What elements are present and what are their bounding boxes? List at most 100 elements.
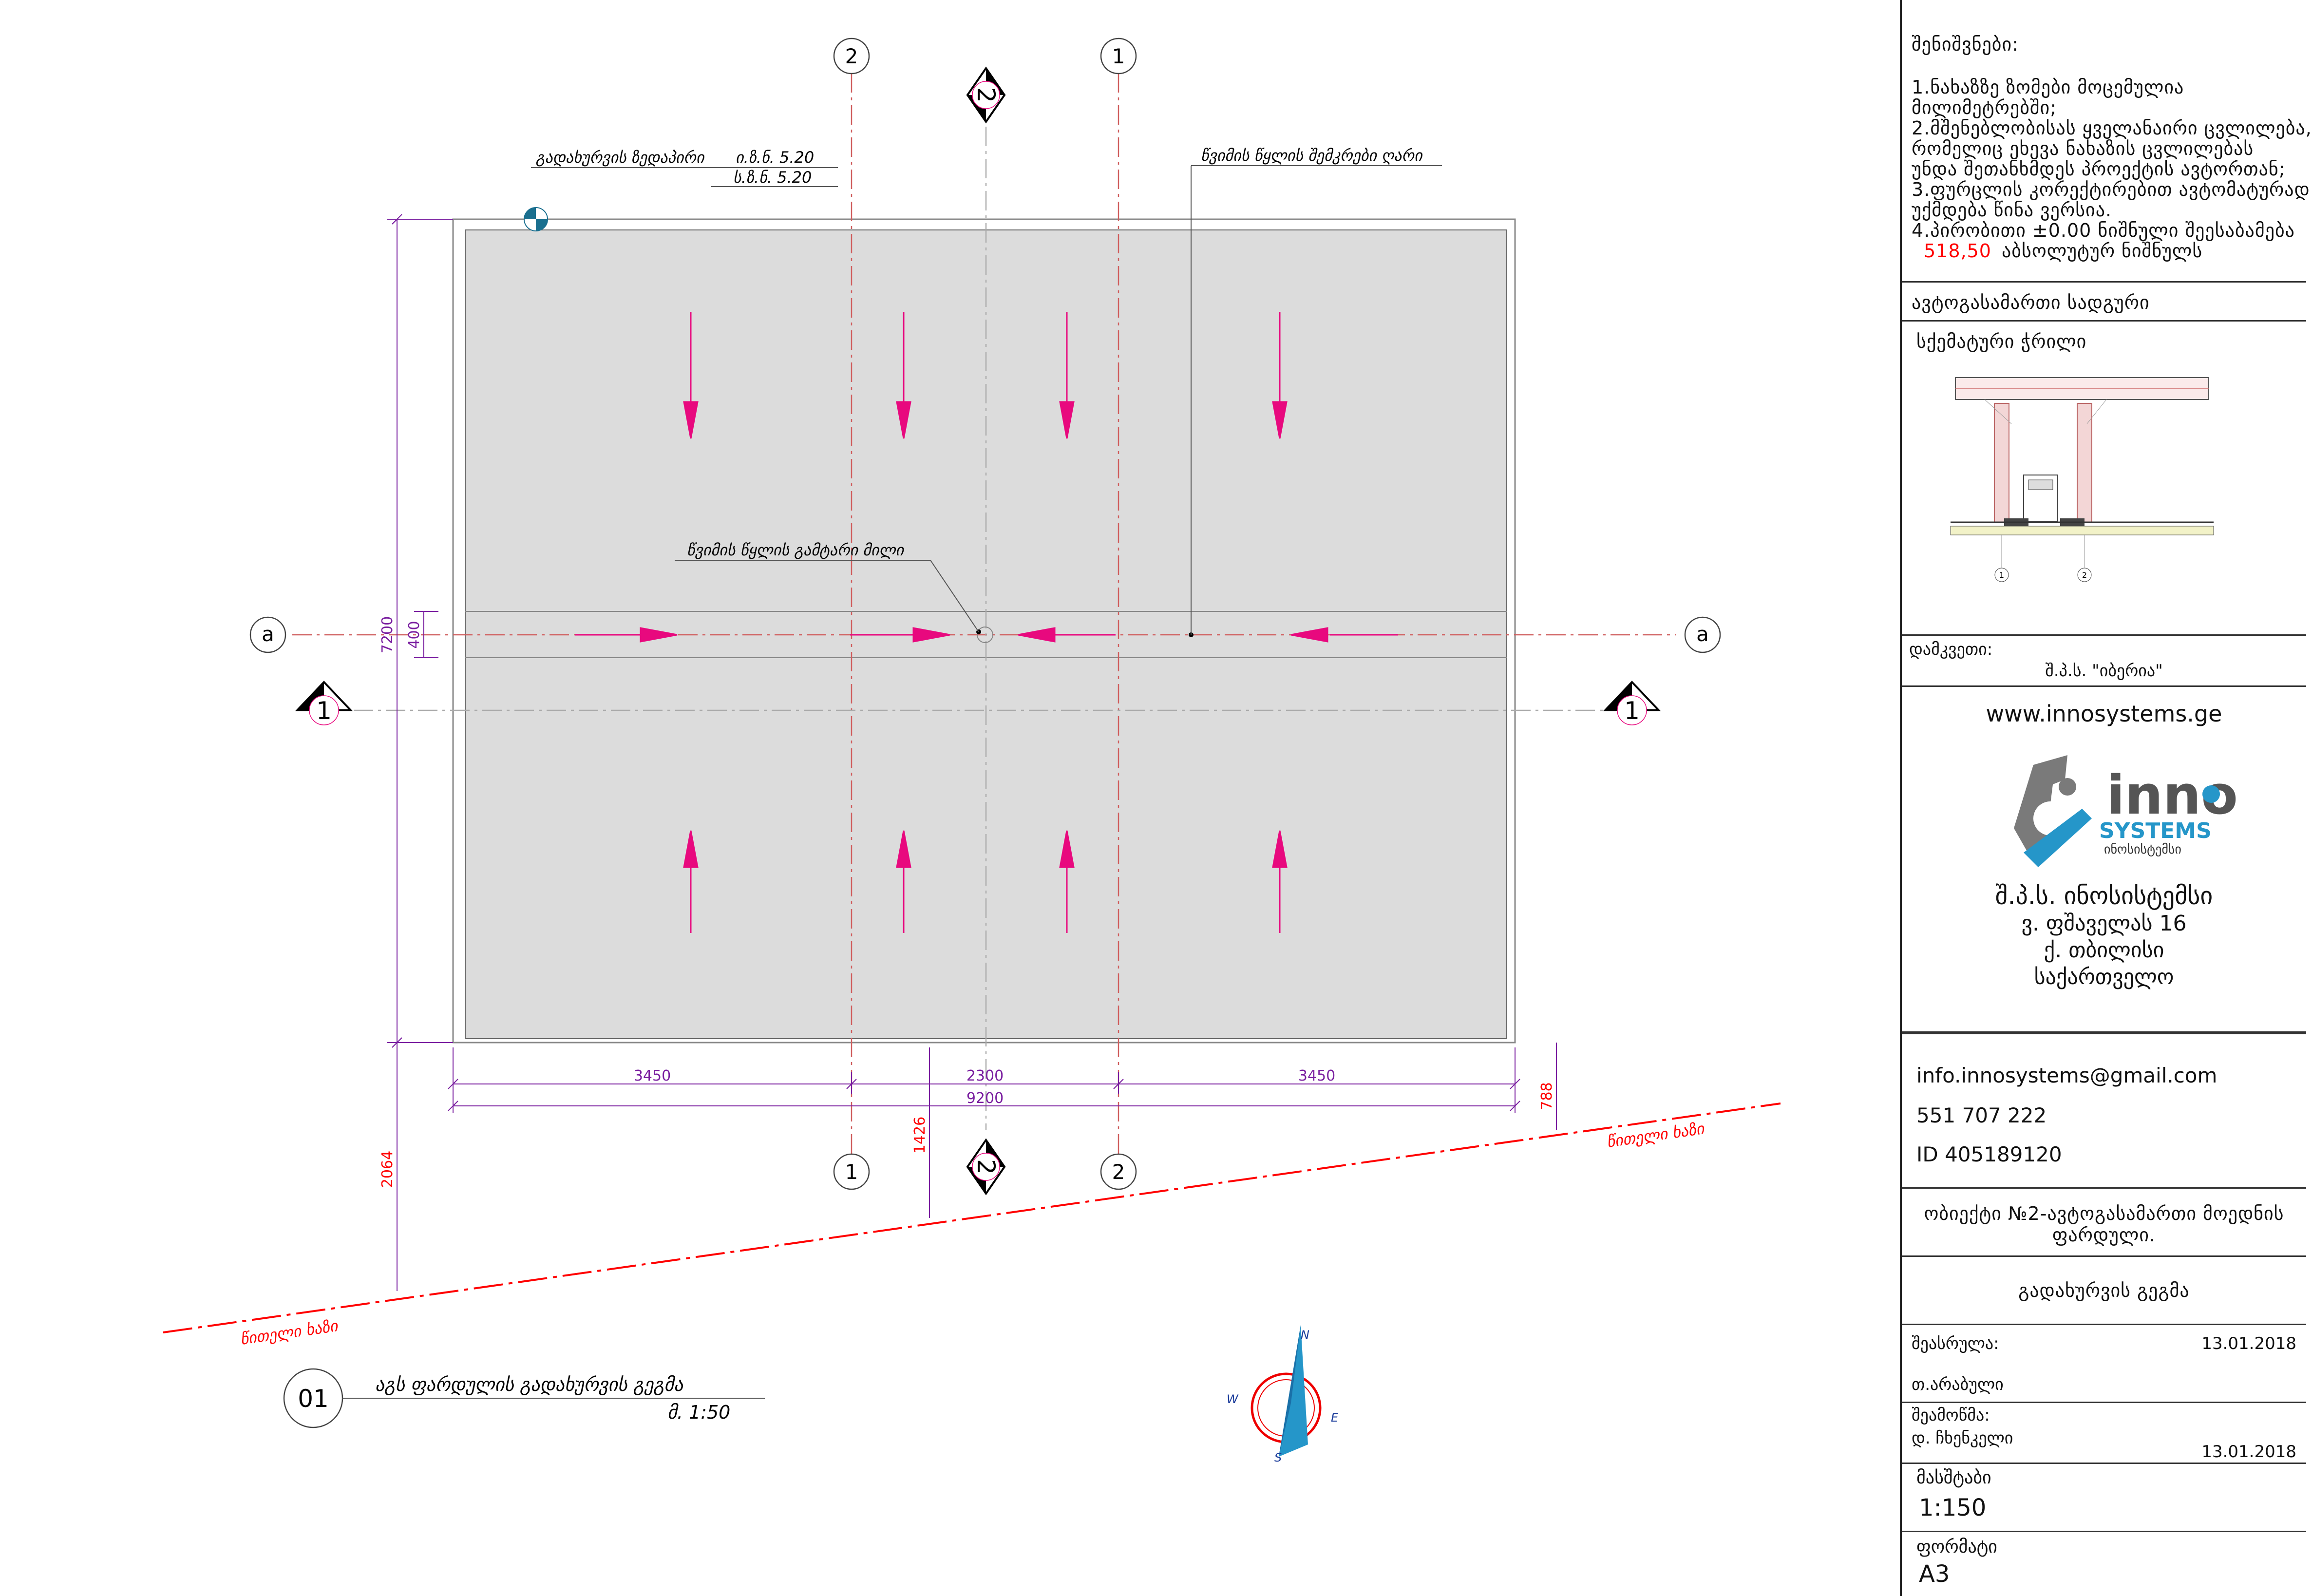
- svg-text:1: 1: [1624, 697, 1640, 725]
- svg-text:1: 1: [1999, 570, 2004, 580]
- project-name: ავტოგასამართი სადგური: [1912, 292, 2150, 313]
- view-number: 01: [298, 1385, 329, 1413]
- note-level-value: 518,50: [1924, 240, 1991, 262]
- project-cell: ავტოგასამართი სადგური: [1902, 283, 2306, 322]
- dim-3450-right: 3450: [1298, 1067, 1335, 1084]
- dim-400: 400: [406, 621, 423, 648]
- flow-arrow-left-1: [1018, 627, 1116, 643]
- company-logo: inno SYSTEMS ინოსისტემსი: [2014, 755, 2238, 867]
- roof-level-value-1: ი.ზ.ნ. 5.20: [736, 148, 814, 167]
- dimension-lines: [387, 219, 1557, 1291]
- checker-name: დ. ჩხენკელი: [1912, 1428, 2013, 1448]
- performed-date: 13.01.2018: [2201, 1334, 2296, 1353]
- notes-title: შენიშვნები:: [1912, 34, 2019, 55]
- section-marker-1-left: 1: [295, 681, 353, 725]
- roof-level-value-2: ს.ზ.ნ. 5.20: [733, 168, 812, 187]
- format-cell: ფორმატი A3: [1902, 1532, 2306, 1596]
- scale-label: მასშტაბი: [1916, 1468, 1991, 1488]
- gutter-label: წვიმის წყლის შემკრები ღარი: [1201, 146, 1423, 165]
- svg-text:2: 2: [845, 44, 858, 68]
- facade-title: სქემატური ჭრილი: [1916, 331, 2087, 352]
- address-country: საქართველო: [2034, 965, 2174, 989]
- phone-number: 551 707 222: [1916, 1103, 2047, 1127]
- flow-arrow-right-1: [575, 627, 678, 643]
- client-cell: დამკვეთი: შ.პ.ს. "იბერია": [1902, 636, 2306, 687]
- svg-text:N: N: [1301, 1328, 1309, 1342]
- schematic-section-image: 1 2: [1950, 377, 2214, 582]
- svg-text:ინოსისტემსი: ინოსისტემსი: [2104, 842, 2181, 857]
- facade-cell: სქემატური ჭრილი 1 2: [1902, 322, 2306, 636]
- slope-arrow-down-4: [1272, 312, 1288, 439]
- axis-bubble-bottom-2: 2: [1100, 1153, 1137, 1190]
- slope-arrow-up-3: [1059, 830, 1075, 933]
- note-line: 2.მშენებლობისას ყველანაირი ცვლილება,: [1912, 117, 2312, 139]
- compass-rose-icon: N S E W: [1227, 1325, 1339, 1464]
- svg-text:2: 2: [972, 1159, 1000, 1175]
- slope-arrow-up-1: [683, 830, 699, 933]
- note-line: 3.ფურცლის კორექტირებით ავტომატურად: [1912, 179, 2310, 200]
- svg-text:2: 2: [972, 87, 1000, 103]
- dim-9200: 9200: [966, 1090, 1004, 1107]
- view-title: აგს ფარდულის გადახურვის გეგმა: [375, 1374, 683, 1395]
- svg-text:1: 1: [845, 1160, 858, 1184]
- slope-arrow-down-1: [683, 312, 699, 439]
- note-line: 1.ნახაზზე ზომები მოცემულია: [1912, 76, 2184, 98]
- contacts-cell: info.innosystems@gmail.com 551 707 222 I…: [1902, 1033, 2306, 1189]
- section-marker-1-right: 1: [1603, 681, 1661, 725]
- axis-bubble-top-1: 1: [1100, 38, 1137, 75]
- flow-arrow-left-2: [1290, 627, 1398, 643]
- section-marker-2-bottom: 2: [966, 1138, 1006, 1196]
- note-line: უქმდება წინა ვერსია.: [1912, 199, 2112, 221]
- level-marker-icon: [524, 207, 548, 231]
- dim-7200: 7200: [379, 616, 396, 653]
- note-line: 4.პირობითი ±0.00 ნიშნული შეესაბამება: [1912, 220, 2295, 241]
- dim-3450-left: 3450: [634, 1067, 671, 1084]
- email-link[interactable]: info.innosystems@gmail.com: [1916, 1064, 2217, 1087]
- svg-text:S: S: [1274, 1451, 1282, 1464]
- svg-text:E: E: [1331, 1411, 1339, 1425]
- slope-arrow-up-2: [896, 830, 911, 933]
- slope-arrow-down-2: [896, 312, 911, 439]
- format-value: A3: [1919, 1560, 1950, 1588]
- performer-name: თ.არაბული: [1912, 1375, 2004, 1394]
- sheet-title-cell: გადახურვის გეგმა: [1902, 1257, 2306, 1325]
- roof-level-label: გადახურვის ზედაპირი: [536, 148, 705, 167]
- axis-bubble-bottom-1: 1: [833, 1153, 870, 1190]
- drain-pipe: [977, 627, 993, 643]
- company-id: ID 405189120: [1916, 1142, 2062, 1166]
- company-cell: www.innosystems.ge inno SYSTEMS ინოსისტე…: [1902, 687, 2306, 1033]
- performed-label: შეასრულა:: [1912, 1334, 1999, 1353]
- note-line: მილიმეტრებში;: [1912, 97, 2057, 118]
- section-marker-2-top: 2: [966, 66, 1006, 124]
- object-line-2: ფარდული.: [2052, 1224, 2156, 1246]
- client-name: შ.პ.ს. "იბერია": [2045, 661, 2163, 681]
- note-level-suffix: აბსოლუტურ ნიშნულს: [2002, 240, 2203, 262]
- checked-date: 13.01.2018: [2201, 1442, 2296, 1462]
- red-line-label-right: წითელი ხაზი: [1606, 1119, 1706, 1151]
- object-line-1: ობიექტი №2-ავტოგასამართი მოედნის: [1924, 1203, 2284, 1224]
- checked-cell: შეამოწმა: დ. ჩხენკელი 13.01.2018: [1902, 1403, 2306, 1464]
- view-scale: მ. 1:50: [667, 1402, 730, 1423]
- svg-text:2: 2: [2082, 570, 2087, 580]
- dim-1426: 1426: [911, 1117, 929, 1154]
- drain-pipe-label: წვიმის წყლის გამტარი მილი: [687, 541, 905, 559]
- title-block: შენიშვნები: 1.ნახაზზე ზომები მოცემულია მ…: [1900, 0, 2312, 1596]
- slope-arrow-up-4: [1272, 830, 1288, 933]
- website-link[interactable]: www.innosystems.ge: [1986, 701, 2222, 727]
- slope-arrow-down-3: [1059, 312, 1075, 439]
- svg-text:W: W: [1227, 1392, 1239, 1406]
- sheet-title: გადახურვის გეგმა: [2018, 1280, 2190, 1301]
- dim-788: 788: [1538, 1082, 1555, 1110]
- company-name: შ.პ.ს. ინოსისტემსი: [1995, 882, 2213, 910]
- svg-text:a: a: [262, 622, 274, 646]
- notes-cell: შენიშვნები: 1.ნახაზზე ზომები მოცემულია მ…: [1902, 0, 2312, 283]
- client-label: დამკვეთი:: [1909, 640, 1993, 659]
- scale-value: 1:150: [1919, 1494, 1987, 1521]
- svg-text:1: 1: [316, 697, 332, 725]
- svg-text:1: 1: [1112, 44, 1125, 68]
- format-label: ფორმატი: [1916, 1537, 1997, 1557]
- slope-arrows: [575, 312, 1398, 933]
- svg-text:a: a: [1696, 622, 1709, 646]
- address-city: ქ. თბილისი: [2044, 938, 2164, 963]
